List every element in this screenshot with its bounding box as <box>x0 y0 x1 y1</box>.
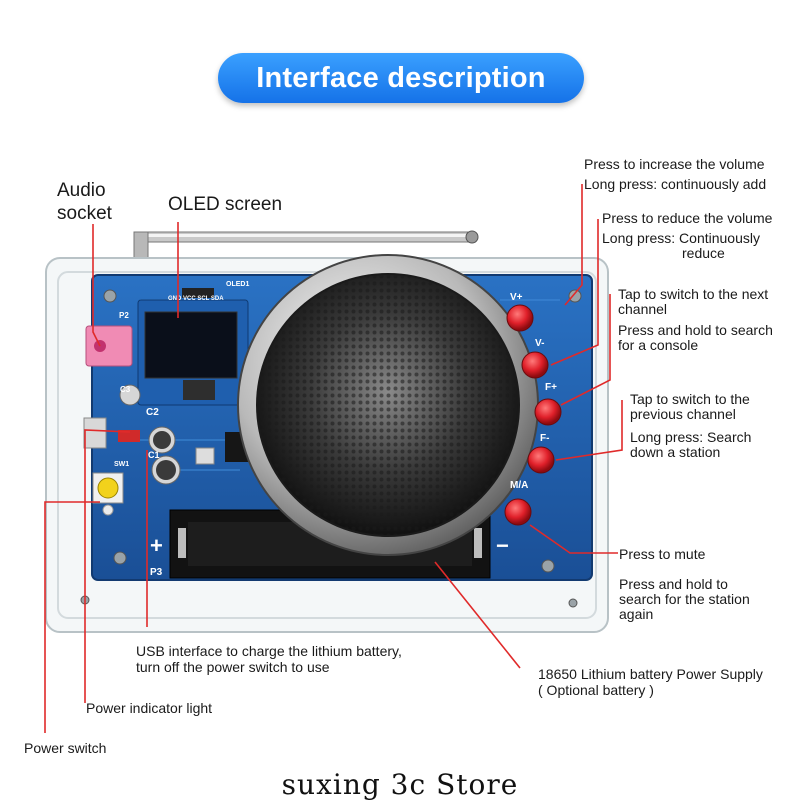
store-watermark: suxing 3c Store <box>281 768 519 801</box>
usb-label-2: turn off the power switch to use <box>136 659 330 675</box>
callout-power-switch <box>44 501 100 733</box>
next-label-4: for a console <box>618 337 699 353</box>
silk-ma: M/A <box>510 480 528 491</box>
next-label-1: Tap to switch to the next <box>618 286 769 302</box>
silk-c1: C1 <box>148 450 160 460</box>
callout-audio-socket <box>92 224 101 347</box>
button-f-minus <box>527 446 555 474</box>
button-ma <box>504 498 532 526</box>
button-v-minus <box>521 351 549 379</box>
power-switch-label: Power switch <box>24 740 107 756</box>
oled-module <box>137 288 249 406</box>
mute-label-1: Press to mute <box>619 546 706 562</box>
callout-f-plus <box>560 294 611 406</box>
capacitors <box>119 384 181 485</box>
callout-v-plus <box>564 184 583 306</box>
silk-minus: − <box>496 533 509 558</box>
mute-label-2: Press and hold to <box>619 576 728 592</box>
silk-plus: + <box>150 533 163 558</box>
callout-f-minus <box>555 400 623 461</box>
callout-v-minus <box>550 219 599 366</box>
callout-battery <box>434 561 521 669</box>
prev-label-4: down a station <box>630 444 721 460</box>
vol-down-label-1: Press to reduce the volume <box>602 210 773 226</box>
vol-down-label-3: reduce <box>682 245 725 261</box>
silk-p3: P3 <box>150 567 163 578</box>
power-switch <box>92 472 124 516</box>
battery-label-2: ( Optional battery ) <box>538 682 654 698</box>
vol-down-label-2: Long press: Continuously <box>602 230 760 246</box>
button-f-plus <box>534 398 562 426</box>
callout-ma <box>529 524 618 554</box>
next-label-2: channel <box>618 301 668 317</box>
silk-f-plus: F+ <box>545 382 557 393</box>
control-buttons <box>504 304 562 526</box>
speaker <box>237 254 539 556</box>
silk-sw1: SW1 <box>114 461 129 468</box>
prev-label-2: previous channel <box>630 406 736 422</box>
silk-c3: C3 <box>120 385 131 394</box>
prev-label-3: Long press: Search <box>630 429 752 445</box>
silk-f-minus: F- <box>540 433 549 444</box>
callout-power-light <box>84 429 131 703</box>
next-label-3: Press and hold to search <box>618 322 773 338</box>
audio-socket-label-1: Audio <box>57 180 106 201</box>
prev-label-1: Tap to switch to the <box>630 391 750 407</box>
vol-up-label-2: Long press: continuously add <box>584 176 767 192</box>
page-title: Interface description <box>256 61 546 94</box>
callout-lines <box>44 184 623 733</box>
silk-oled-pins: GND VCC SCL SDA <box>168 296 224 302</box>
button-v-plus <box>506 304 534 332</box>
silk-p2: P2 <box>119 311 129 320</box>
power-light-label: Power indicator light <box>86 700 213 716</box>
usb-label-1: USB interface to charge the lithium batt… <box>136 643 402 659</box>
silk-v-plus: V+ <box>510 292 523 303</box>
audio-socket-label-2: socket <box>57 203 112 224</box>
silk-oled: OLED1 <box>226 281 249 288</box>
oled-screen-label: OLED screen <box>168 194 283 215</box>
mute-label-3: search for the station <box>619 591 750 607</box>
battery-label-1: 18650 Lithium battery Power Supply <box>538 666 763 682</box>
silk-v-minus: V- <box>535 338 544 349</box>
silk-c2: C2 <box>146 407 159 418</box>
mute-label-4: again <box>619 606 654 622</box>
title-banner: Interface description <box>218 53 584 103</box>
vol-up-label-1: Press to increase the volume <box>584 156 765 172</box>
